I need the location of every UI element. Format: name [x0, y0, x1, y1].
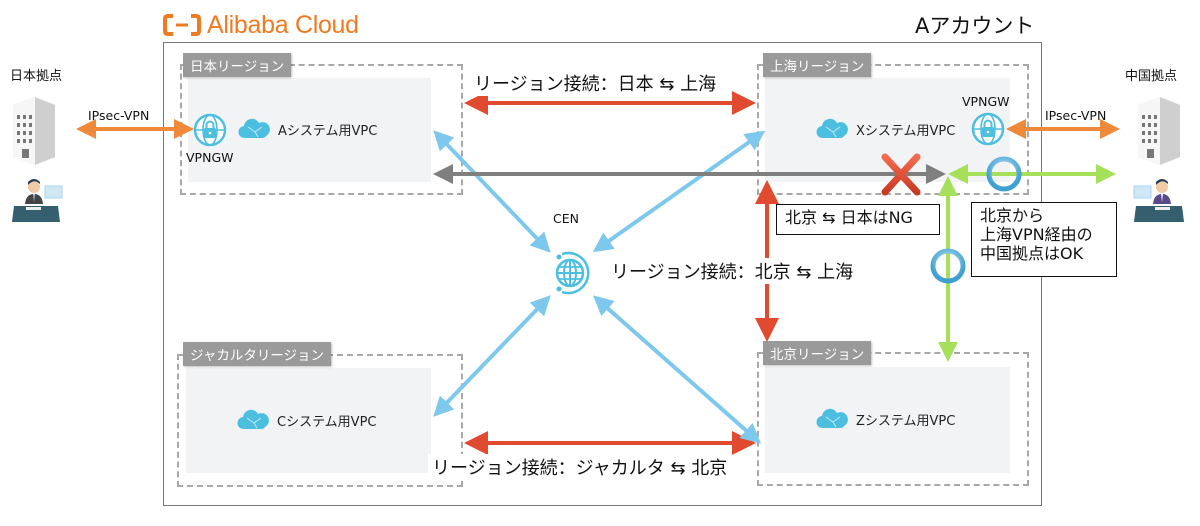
vpn-gateway-icon — [971, 112, 1005, 146]
vpc-cloud-icon — [816, 408, 848, 429]
vpc-label-japan: Aシステム用VPC — [238, 118, 377, 140]
alibaba-cloud-logo: Alibaba Cloud — [163, 10, 359, 40]
vpc-label-jakarta: Cシステム用VPC — [237, 409, 377, 431]
vpc-label-beijing: Zシステム用VPC — [816, 408, 955, 430]
note-ok-line: 北京から — [980, 206, 1045, 225]
cen-link-shanghai — [592, 130, 766, 253]
connection-label-beijing-shanghai: リージョン接続：北京 ⇆ 上海 — [607, 258, 858, 284]
note-ng: 北京 ⇆ 日本はNG — [776, 204, 940, 235]
vpngw-label-japan: VPNGW — [186, 150, 234, 165]
person-at-desk-icon — [12, 179, 63, 222]
vpn-gateway-icon — [193, 113, 227, 147]
cen-link-japan — [433, 130, 551, 253]
building-icon — [1138, 97, 1180, 165]
ipsec-label-japan: IPsec-VPN — [88, 108, 150, 123]
cen-icon — [555, 251, 590, 295]
vpngw-label-shanghai: VPNGW — [962, 94, 1010, 109]
cen-label: CEN — [553, 211, 579, 226]
vpc-cloud-icon — [237, 409, 269, 430]
vpc-label-shanghai: Xシステム用VPC — [816, 118, 955, 140]
building-icon — [13, 97, 55, 165]
vpc-area-japan — [188, 78, 431, 182]
vpc-area-jakarta — [186, 368, 431, 473]
vpc-name: Aシステム用VPC — [278, 123, 378, 139]
site-title-japan: 日本拠点 — [10, 69, 63, 84]
note-ok-line: 中国拠点はOK — [980, 244, 1084, 264]
account-title: Aアカウント — [915, 14, 1035, 38]
ipsec-label-china: IPsec-VPN — [1045, 108, 1107, 123]
person-at-desk-icon — [1133, 179, 1184, 222]
cen-link-beijing — [593, 295, 761, 444]
vpc-cloud-icon — [816, 118, 848, 139]
note-ok: 北京から 上海VPN経由の 中国拠点はOK — [971, 202, 1117, 277]
vpc-name: Zシステム用VPC — [856, 413, 956, 429]
ok-ring-icon — [930, 248, 966, 284]
vpc-cloud-icon — [238, 118, 270, 139]
region-label-jakarta: ジャカルタリージョン — [183, 342, 332, 366]
connection-label-japan-shanghai: リージョン接続：日本 ⇆ 上海 — [470, 70, 721, 96]
cen-link-jakarta — [433, 295, 551, 417]
ng-cross-icon — [881, 153, 921, 196]
logo-text: Alibaba Cloud — [207, 10, 359, 39]
vpc-name: Cシステム用VPC — [277, 414, 377, 430]
region-label-japan: 日本リージョン — [183, 53, 292, 77]
vpc-area-beijing — [765, 367, 1010, 473]
alibaba-cloud-logo-icon — [163, 14, 201, 36]
connection-label-jakarta-beijing: リージョン接続：ジャカルタ ⇆ 北京 — [428, 454, 732, 480]
region-label-beijing: 北京リージョン — [763, 341, 872, 365]
vpc-name: Xシステム用VPC — [856, 123, 956, 139]
site-title-china: 中国拠点 — [1125, 69, 1178, 84]
note-ok-line: 上海VPN経由の — [980, 225, 1093, 245]
ok-ring-icon — [986, 156, 1022, 192]
region-label-shanghai: 上海リージョン — [763, 53, 872, 77]
